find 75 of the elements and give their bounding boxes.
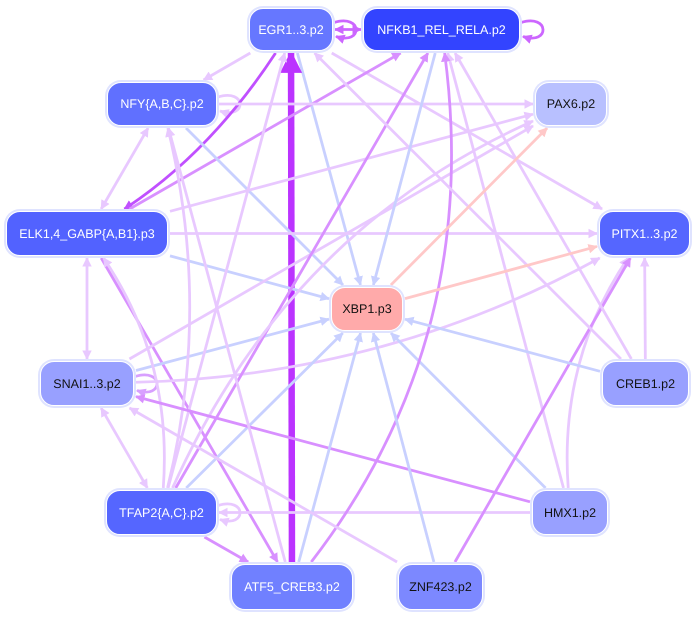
arrow: [100, 127, 150, 210]
node-label: EGR1..3.p2: [258, 22, 324, 36]
arrow: [136, 256, 601, 384]
node-label: XBP1.p3: [342, 302, 392, 316]
node-label: NFY{A,B,C}.p2: [120, 97, 204, 111]
arrow: [185, 127, 344, 286]
gene-node: [231, 564, 353, 610]
arrow: [128, 124, 534, 360]
arrow: [404, 244, 598, 300]
self-loop-arrow: [134, 374, 158, 398]
arrow: [128, 406, 398, 564]
arrow: [280, 50, 302, 562]
gene-node: [107, 82, 217, 126]
self-loop-arrow: [334, 20, 358, 44]
self-loop-arrow: [520, 20, 544, 44]
arrow: [128, 52, 402, 210]
gene-node: [363, 8, 520, 51]
arrow: [204, 536, 250, 564]
arrow: [124, 52, 277, 210]
gene-node: [398, 564, 483, 610]
gene-node: [599, 211, 690, 256]
gene-node: [40, 361, 134, 406]
arrow: [566, 257, 630, 488]
arrow: [82, 257, 92, 360]
arrow: [166, 52, 288, 488]
arrow: [136, 316, 330, 372]
arrow: [219, 99, 534, 109]
gene-node: [249, 8, 333, 51]
arrow: [296, 52, 363, 286]
arrow: [185, 332, 344, 489]
arrow: [166, 127, 287, 562]
arrow: [310, 52, 453, 563]
gene-node: [6, 211, 168, 256]
arrow: [202, 52, 251, 82]
arrow: [445, 52, 565, 488]
arrow: [100, 257, 279, 563]
arrow: [390, 332, 547, 489]
node-label: ZNF423.p2: [409, 580, 472, 594]
arrow: [297, 332, 363, 562]
gene-node: [535, 82, 607, 126]
self-loop-arrow: [218, 502, 242, 526]
arrow: [170, 112, 534, 213]
arrow: [100, 407, 149, 489]
arrow: [171, 120, 534, 489]
gene-node: [602, 361, 689, 406]
node-label: PAX6.p2: [546, 97, 596, 111]
node-label: PITX1..3.p2: [611, 226, 678, 240]
node-label: CREB1.p2: [616, 376, 676, 390]
node-label: SNAI1..3.p2: [53, 376, 121, 390]
arrow: [174, 52, 430, 489]
arrow: [165, 127, 192, 488]
arrow: [331, 52, 603, 210]
self-loop-arrow: [218, 94, 242, 118]
node-label: TFAP2{A,C}.p2: [119, 506, 204, 520]
gene-node: [331, 287, 403, 331]
node-label: NFKB1_REL_RELA.p2: [377, 22, 506, 36]
gene-node: [532, 490, 608, 535]
arrow: [334, 24, 362, 34]
arrow: [135, 394, 530, 504]
arrow: [170, 254, 330, 302]
arrow: [404, 316, 600, 373]
arrow: [640, 257, 650, 359]
arrow: [454, 257, 632, 563]
arrow: [102, 257, 166, 488]
arrow: [370, 332, 436, 562]
gene-node: [106, 490, 217, 535]
node-label: HMX1.p2: [544, 506, 596, 520]
arrow: [170, 228, 598, 238]
node-label: ATF5_CREB3.p2: [244, 580, 340, 594]
arrow: [314, 52, 622, 360]
node-label: ELK1,4_GABP{A,B1}.p3: [19, 226, 155, 240]
arrow: [371, 52, 437, 286]
arrow: [454, 52, 633, 360]
arrow: [390, 127, 548, 286]
arrow: [218, 508, 530, 518]
